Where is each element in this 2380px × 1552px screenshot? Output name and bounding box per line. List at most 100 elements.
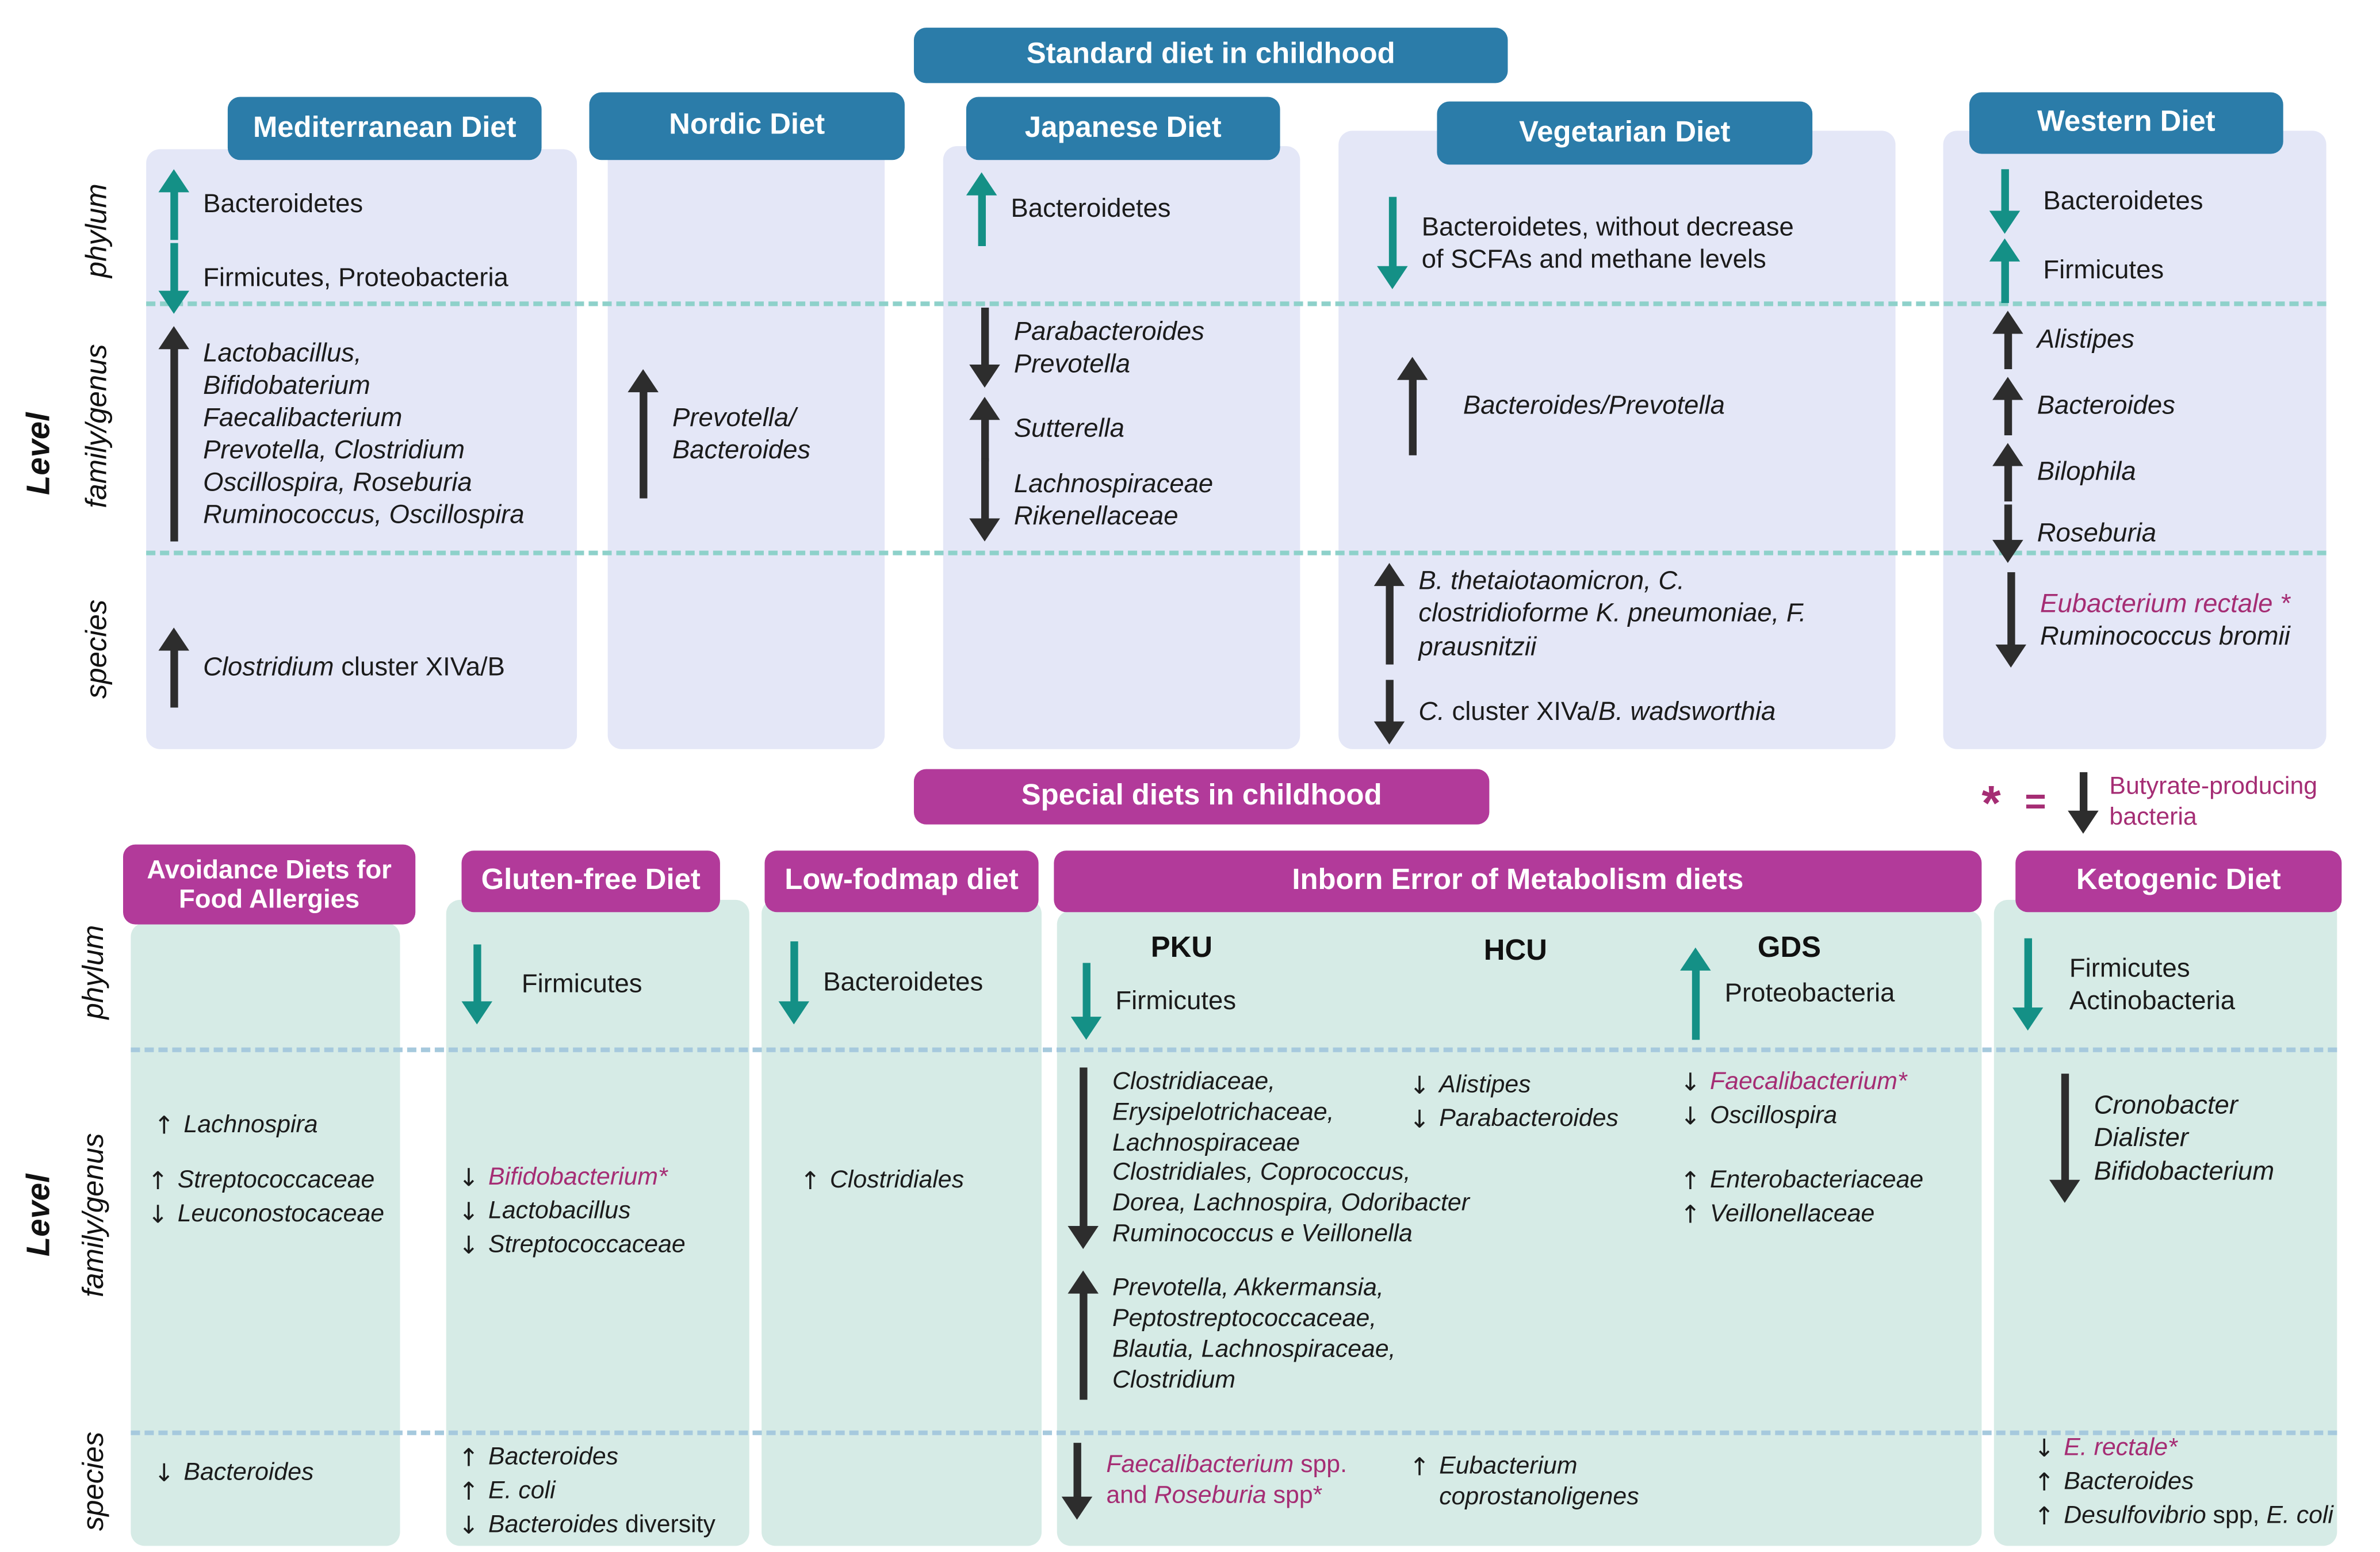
up-arrow-icon [1992,311,2023,369]
species-item: Clostridium cluster XIVa/B [159,627,505,707]
row-label-family-top: family/genus [81,344,114,508]
species-item: E. coli [458,1477,556,1507]
standard-diet-banner: Standard diet in childhood [913,28,1508,83]
down-arrow-icon [154,1459,175,1488]
taxon-label: Bifidobacterium* [488,1164,668,1191]
down-arrow-icon [1067,1068,1099,1250]
family-item: Leuconostocaceae [148,1200,384,1231]
down-arrow-icon [969,458,1000,541]
diet-column-japanese [943,146,1300,749]
family-item: Parabacteroides [1409,1105,1618,1135]
up-arrow-icon [1680,948,1711,1040]
taxon-label: Firmicutes [2043,256,2164,286]
family-item: Veillonellaceae [1680,1200,1874,1231]
row-label-family-bottom: family/genus [78,1133,111,1297]
down-arrow-icon [2071,772,2096,834]
taxon-label: Desulfovibrio spp, E. coli [2064,1503,2333,1529]
down-arrow-icon [458,1231,479,1260]
species-item: Bacteroides diversity [458,1511,715,1541]
row-label-species-bottom: species [78,1431,111,1531]
species-item: E. rectale* [2034,1434,2177,1464]
taxon-label: Clostridiaceae, Erysipelotrichaceae, Lac… [1112,1069,1470,1248]
species-item: C. cluster XIVa/B. wadsworthia [1374,680,1776,744]
header-japanese: Japanese Diet [966,97,1280,160]
taxon-label: Proteobacteria [1724,979,1895,1009]
taxon-label: Faecalibacterium spp. and Roseburia spp* [1106,1452,1348,1509]
taxon-label: Firmicutes, Proteobacteria [203,263,508,293]
phylum-item: Bacteroidetes [779,941,983,1024]
diet-column-gluten-free [446,899,749,1546]
diet-column-vegetarian [1338,131,1896,749]
species-item: B. thetaiotaomicron, C. clostridioforme … [1374,563,1807,665]
row-label-phylum-top: phylum [81,183,114,278]
up-arrow-icon [1680,1167,1701,1196]
taxon-label: Roseburia [2037,519,2157,549]
divider-family-species-top [146,550,2327,555]
subcolumn-label-hcu: HCU [1483,935,1547,968]
header-low-fodmap: Low-fodmap diet [764,850,1039,913]
down-arrow-icon [2049,1074,2080,1203]
diet-column-avoidance [131,923,400,1546]
up-arrow-icon [458,1477,479,1507]
taxon-label: Lactobacillus [488,1198,631,1225]
taxon-label: Parabacteroides Prevotella [1013,316,1205,379]
taxon-label: Bacteroidetes [1011,194,1171,224]
family-item: Faecalibacterium* [1680,1067,1907,1098]
family-item: Lachnospiraceae Rikenellaceae [969,458,1213,541]
down-arrow-icon [1409,1071,1430,1101]
down-arrow-icon [969,308,1000,388]
diet-column-inborn-error [1057,910,1982,1546]
species-item: Bacteroides [154,1458,313,1489]
taxon-label: Oscillospira [1710,1102,1838,1129]
header-ketogenic: Ketogenic Diet [2015,850,2342,913]
up-arrow-icon [966,173,997,246]
species-item: Faecalibacterium spp. and Roseburia spp* [1062,1443,1347,1520]
taxon-label: Firmicutes [1115,986,1237,1016]
taxon-label: Firmicutes [521,969,642,999]
down-arrow-icon [1680,1102,1701,1131]
taxon-label: Prevotella/ Bacteroides [672,403,811,465]
family-item: Bifidobacterium* [458,1163,668,1193]
up-arrow-icon [1992,443,2023,501]
up-arrow-icon [159,326,190,542]
family-item: Prevotella, Akkermansia, Peptostreptococ… [1067,1271,1396,1400]
up-arrow-icon [159,169,190,240]
down-arrow-icon [458,1511,479,1540]
up-arrow-icon [1989,239,2021,303]
taxon-label: B. thetaiotaomicron, C. clostridioforme … [1418,566,1807,661]
species-item: Desulfovibrio spp, E. coli [2034,1501,2333,1532]
down-arrow-icon [1409,1105,1430,1135]
down-arrow-icon [1374,680,1405,744]
family-item: Streptococcaceae [458,1231,686,1261]
taxon-label: Clostridiales [829,1167,965,1194]
phylum-item: Firmicutes [462,944,642,1024]
up-arrow-icon [1680,1201,1701,1230]
special-diet-banner: Special diets in childhood [913,769,1490,825]
down-arrow-icon [148,1201,169,1230]
down-arrow-icon [458,1163,479,1193]
header-nordic: Nordic Diet [589,92,905,160]
family-item: Alistipes [1992,311,2134,369]
down-arrow-icon [1995,572,2026,668]
taxon-label: Lachnospiraceae Rikenellaceae [1013,469,1214,531]
subcolumn-label-pku: PKU [1150,932,1213,965]
row-label-phylum-bottom: phylum [78,925,111,1020]
taxon-label: Bacteroides diversity [488,1512,715,1538]
level-axis-label-top: Level [21,412,57,495]
taxon-label: Firmicutes Actinobacteria [2069,953,2236,1015]
up-arrow-icon [1992,377,2023,435]
taxon-label: Bilophila [2037,457,2136,487]
family-item: Streptococcaceae [148,1166,375,1197]
up-arrow-icon [627,369,659,499]
family-item: Clostridiaceae, Erysipelotrichaceae, Lac… [1067,1067,1470,1250]
taxon-label: Streptococcaceae [488,1232,686,1259]
header-avoidance: Avoidance Diets for Food Allergies [123,844,416,925]
taxon-label: Bacteroides [2037,391,2175,421]
level-axis-label-bottom: Level [21,1174,57,1257]
taxon-label: Leuconostocaceae [177,1201,385,1228]
banner-label: Standard diet in childhood [1026,39,1395,72]
family-item: Enterobacteriaceae [1680,1166,1923,1197]
up-arrow-icon [1397,357,1428,455]
up-arrow-icon [1409,1452,1430,1481]
